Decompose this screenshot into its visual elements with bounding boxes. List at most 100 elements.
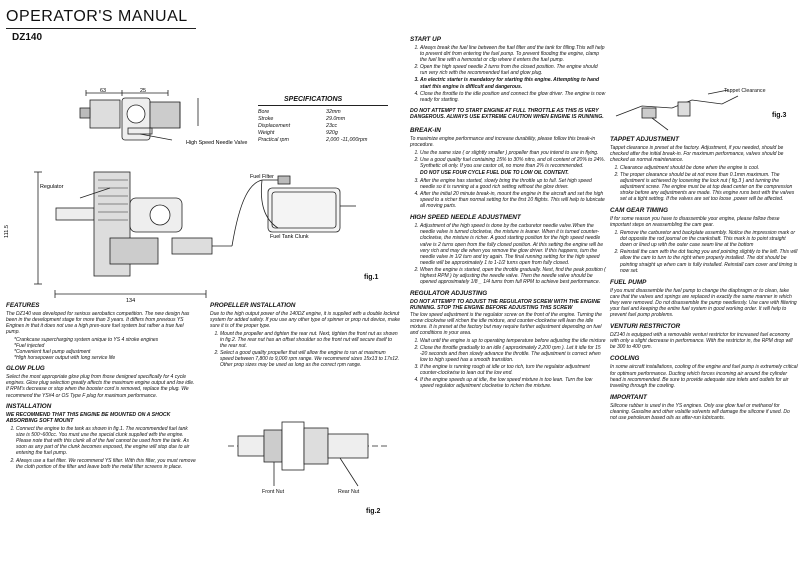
features-title: FEATURES — [6, 302, 40, 309]
installation-warning: WE RECOMMEND THAT THIS ENGINE BE MOUNTED… — [6, 411, 171, 424]
features-body: The DZ140 was developed for serious aero… — [6, 311, 190, 336]
spec-label: Stroke — [258, 115, 274, 122]
spec-label: Displacement — [258, 122, 291, 129]
fig2-rear-nut-label: Rear Nut — [338, 489, 360, 495]
break-in-title: BREAK-IN — [410, 127, 441, 135]
needle-step: Adjustment of the high speed is done by … — [420, 223, 606, 266]
regulator-title: REGULATOR ADJUSTING — [410, 290, 488, 298]
tappet-body: Tappet clearance is preset at the factor… — [610, 145, 784, 164]
column-4: TAPPET ADJUSTMENT Tappet clearance is pr… — [610, 136, 798, 423]
important-section: Silicone rubber is used in the YS engine… — [610, 403, 798, 421]
needle-step: When the engine is started, open the thr… — [420, 267, 606, 285]
tappet-section: Tappet clearance is preset at the factor… — [610, 145, 798, 202]
start-up-step: An electric starter is mandatory for sta… — [420, 77, 606, 89]
spec-value: 23cc — [326, 122, 338, 129]
start-up-step: Open the high speed needle 2 turns from … — [420, 64, 606, 76]
column-2: PROPELLER INSTALLATION Due to the high o… — [210, 302, 400, 369]
break-in-step: Use a good quality fuel containing 15% t… — [420, 157, 606, 169]
start-up-step: Close the throttle to the idle position … — [420, 91, 606, 103]
break-in-step: After the initial 20 minute break-in, mo… — [420, 191, 606, 209]
fig2-prop-nut-drawing — [228, 421, 388, 487]
installation-step: Connect the engine to the tank as shown … — [16, 426, 198, 456]
regulator-step: Wait until the engine is up to operating… — [420, 338, 606, 344]
spec-rule — [258, 105, 388, 106]
fig3-tappet-clearance-label: Tappet Clearance — [724, 88, 766, 94]
cam-section: If for some reason you have to disassemb… — [610, 216, 798, 273]
dim-134: 134 — [126, 298, 135, 304]
propeller-section: Due to the high output power of the 140D… — [210, 311, 400, 368]
glow-plug-body: Select the most appropriate glow plug fr… — [6, 374, 195, 399]
fig1-label: fig.1 — [364, 274, 379, 281]
tappet-title: TAPPET ADJUSTMENT — [610, 136, 679, 143]
cam-step: Reinstall the cam with the dot facing yo… — [620, 249, 798, 273]
features-bullet: *Crankcase supercharging system unique t… — [14, 336, 159, 343]
cooling-body: In some aircraft installations, cooling … — [610, 364, 798, 389]
start-up-step: Always break the fuel line between the f… — [420, 45, 606, 63]
fuel-pump-section: If you must disassemble the fuel pump to… — [610, 288, 798, 318]
regulator-body: The low speed adjustment is the regulato… — [410, 311, 602, 336]
spec-value: 29.0mm — [326, 115, 346, 122]
important-title: IMPORTANT — [610, 393, 647, 401]
column-1: FEATURES The DZ140 was developed for ser… — [6, 302, 198, 471]
fig2-label: fig.2 — [366, 508, 381, 515]
needle-section: Adjustment of the high speed is done by … — [410, 223, 606, 285]
glow-plug-title: GLOW PLUG — [6, 365, 45, 373]
dim-111-5: 111.5 — [4, 225, 10, 238]
needle-title: HIGH SPEED NEEDLE ADJUSTMENT — [410, 214, 521, 222]
fuel-pump-title: FUEL PUMP — [610, 278, 647, 286]
title-rule — [6, 28, 196, 29]
cam-body: If for some reason you have to disassemb… — [610, 216, 780, 229]
model-number: DZ140 — [12, 32, 43, 43]
venturi-title: VENTURI RESTRICTOR — [610, 323, 681, 331]
cooling-section: In some aircraft installations, cooling … — [610, 364, 798, 388]
break-in-section: To maximize engine performance and incre… — [410, 136, 606, 209]
fig3-label: fig.3 — [772, 112, 787, 119]
spec-label: Practical rpm — [258, 137, 289, 144]
cam-step: Remove the carburetor and backplate asse… — [620, 230, 798, 248]
propeller-step: Select a good quality propeller that wil… — [220, 350, 400, 368]
spec-row: Displacement 23cc — [258, 122, 367, 129]
regulator-step: Close the throttle gradually to an idle … — [420, 345, 606, 363]
fig1-engine-drawing: 63 25 High Speed Needle Valve 111.5 134 … — [4, 88, 356, 304]
features-bullet: *Fuel injected — [14, 342, 45, 349]
dim-63: 63 — [100, 88, 106, 94]
tappet-step: The proper clearance should be at not mo… — [620, 172, 798, 202]
break-in-body: To maximize engine performance and incre… — [410, 136, 596, 149]
propeller-step: Mount the propeller and tighten the rear… — [220, 331, 400, 349]
important-body: Silicone rubber is used in the YS engine… — [610, 402, 790, 421]
spec-value: 32mm — [326, 108, 341, 115]
propeller-title: PROPELLER INSTALLATION — [210, 302, 296, 309]
tappet-step: Clearance adjustment should be done when… — [620, 165, 798, 171]
specifications-title: SPECIFICATIONS — [284, 96, 343, 103]
venturi-section: DZ140 is equipped with a removable ventu… — [610, 332, 798, 350]
break-in-note: DO NOT USE FOUR CYCLE FUEL DUE TO LOW OI… — [420, 170, 569, 177]
spec-label: Weight — [258, 130, 275, 137]
installation-title: INSTALLATION — [6, 402, 52, 410]
installation-step: Always use a fuel filter. We recommend Y… — [16, 458, 198, 470]
break-in-step: After the engine has started, slowly bri… — [420, 178, 606, 190]
start-up-section: Always break the fuel line between the f… — [410, 45, 606, 103]
propeller-body: Due to the high output power of the 140D… — [210, 311, 401, 330]
spec-row: Stroke 29.0mm — [258, 115, 367, 122]
spec-value: 2,000 -11,000rpm — [326, 137, 368, 144]
callout-regulator: Regulator — [40, 184, 64, 190]
installation-section: Connect the engine to the tank as shown … — [6, 426, 198, 470]
regulator-section: The low speed adjustment is the regulato… — [410, 312, 606, 390]
callout-fuel-filter: Fuel Filter — [250, 174, 274, 180]
features-bullet: *High horsepower output with long servic… — [14, 355, 116, 362]
break-in-step: Use the same size ( or slightly smaller … — [420, 150, 606, 156]
cam-title: CAM GEAR TIMING — [610, 207, 669, 215]
regulator-warning: DO NOT ATTEMPT TO ADJUST THE REGULATOR S… — [410, 299, 601, 312]
features-bullet: *Convenient fuel pump adjustment — [14, 349, 91, 356]
fig2-front-nut-label: Front Nut — [262, 489, 285, 495]
column-3: START UP Always break the fuel line betw… — [410, 36, 606, 390]
fuel-pump-body: If you must disassemble the fuel pump to… — [610, 287, 797, 319]
glow-plug-section: Select the most appropriate glow plug fr… — [6, 374, 198, 398]
spec-row: Practical rpm 2,000 -11,000rpm — [258, 137, 367, 144]
cooling-title: COOLING — [610, 355, 640, 363]
regulator-step: If the engine speeds up at idle, the low… — [420, 377, 606, 389]
